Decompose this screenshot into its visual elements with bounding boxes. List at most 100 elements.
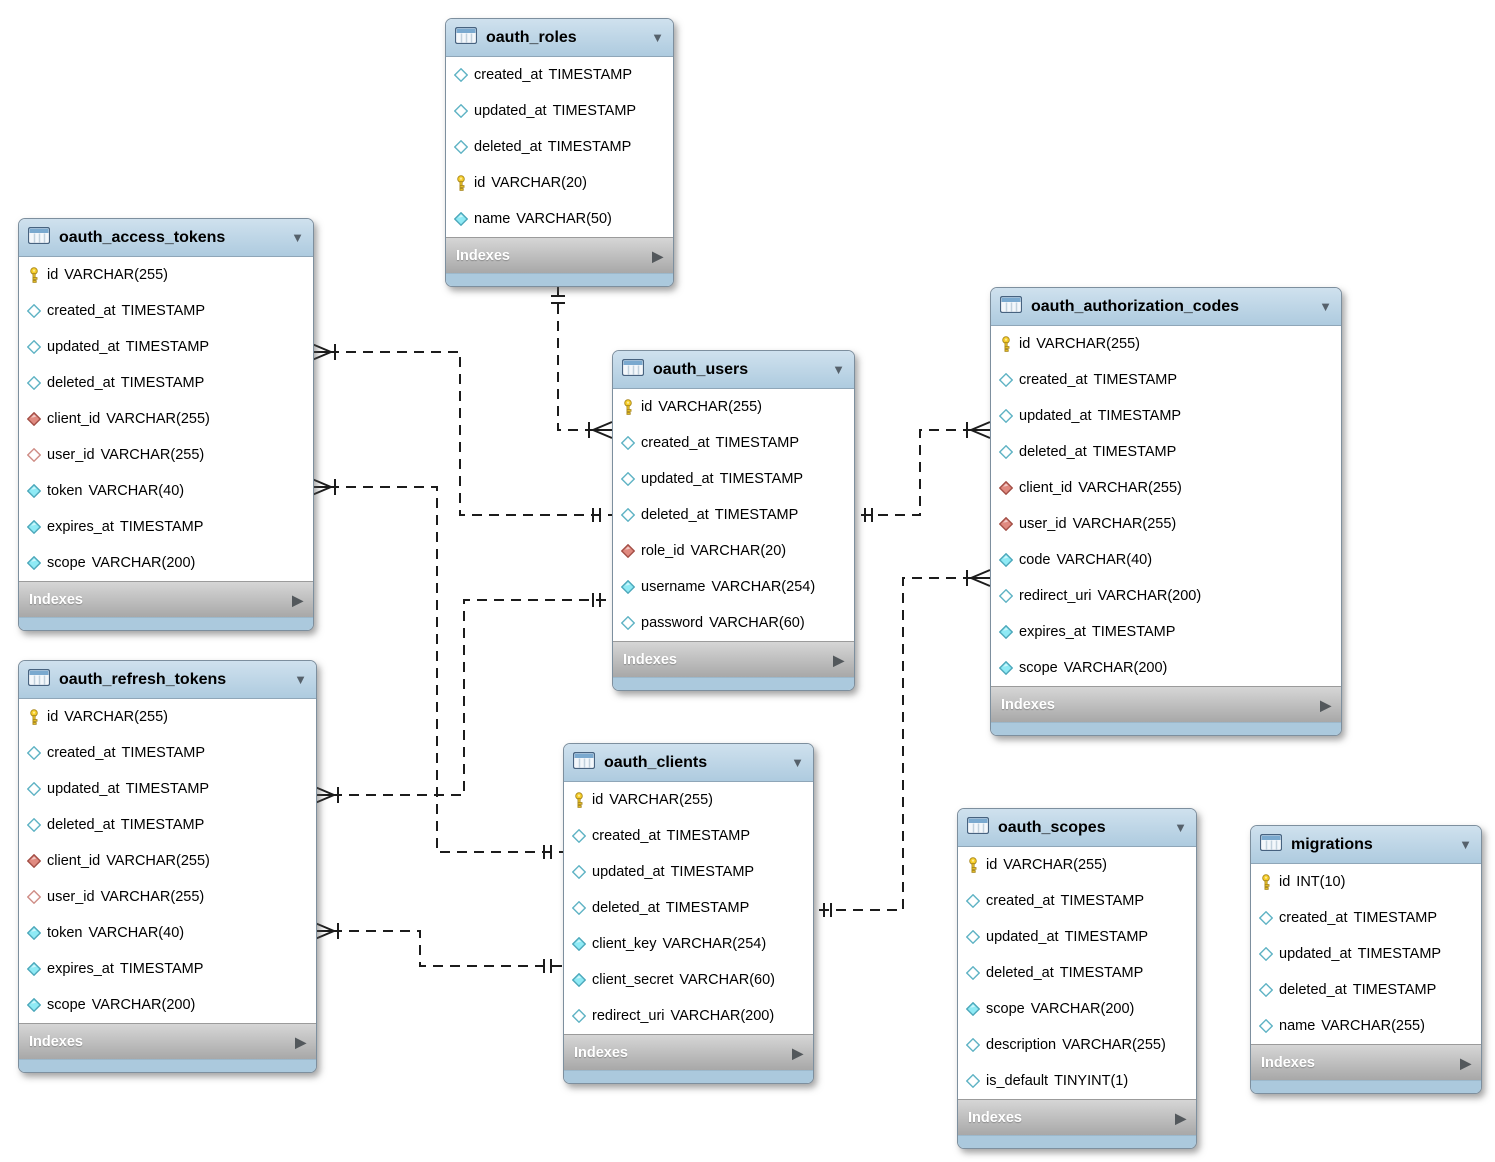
- indexes-footer[interactable]: Indexes▶: [613, 641, 854, 677]
- collapse-arrow-icon[interactable]: ▼: [651, 30, 664, 45]
- indexes-footer[interactable]: Indexes▶: [19, 581, 313, 617]
- indexes-expand-icon[interactable]: ▶: [1460, 1054, 1471, 1071]
- relationship-oauth_authorization_codes-user_id[interactable]: [853, 421, 991, 522]
- collapse-arrow-icon[interactable]: ▼: [291, 230, 304, 245]
- table-header[interactable]: oauth_scopes▼: [958, 809, 1196, 847]
- collapse-arrow-icon[interactable]: ▼: [1174, 820, 1187, 835]
- indexes-footer[interactable]: Indexes▶: [991, 686, 1341, 722]
- indexes-expand-icon[interactable]: ▶: [295, 1033, 306, 1050]
- collapse-arrow-icon[interactable]: ▼: [294, 672, 307, 687]
- indexes-expand-icon[interactable]: ▶: [292, 591, 303, 608]
- indexes-expand-icon[interactable]: ▶: [792, 1044, 803, 1061]
- indexes-expand-icon[interactable]: ▶: [1175, 1109, 1186, 1126]
- table-header[interactable]: oauth_roles▼: [446, 19, 673, 57]
- table-header[interactable]: oauth_authorization_codes▼: [991, 288, 1341, 326]
- indexes-footer[interactable]: Indexes▶: [564, 1034, 813, 1070]
- indexes-footer[interactable]: Indexes▶: [446, 237, 673, 273]
- table-header[interactable]: oauth_clients▼: [564, 744, 813, 782]
- relationship-oauth_refresh_tokens-user_id[interactable]: [314, 593, 612, 804]
- collapse-arrow-icon[interactable]: ▼: [1319, 299, 1332, 314]
- relationship-oauth_users-role_id[interactable]: [551, 284, 613, 439]
- indexes-expand-icon[interactable]: ▶: [833, 651, 844, 668]
- table-header[interactable]: oauth_access_tokens▼: [19, 219, 313, 257]
- indexes-expand-icon[interactable]: ▶: [652, 247, 663, 264]
- relationship-oauth_access_tokens-client_id[interactable]: [311, 478, 563, 859]
- indexes-footer[interactable]: Indexes▶: [1251, 1044, 1481, 1080]
- table-header[interactable]: migrations▼: [1251, 826, 1481, 864]
- relationship-oauth_refresh_tokens-client_id[interactable]: [314, 922, 563, 973]
- table-header[interactable]: oauth_users▼: [613, 351, 854, 389]
- collapse-arrow-icon[interactable]: ▼: [832, 362, 845, 377]
- table-header[interactable]: oauth_refresh_tokens▼: [19, 661, 316, 699]
- indexes-expand-icon[interactable]: ▶: [1320, 696, 1331, 713]
- collapse-arrow-icon[interactable]: ▼: [791, 755, 804, 770]
- relationship-oauth_access_tokens-user_id[interactable]: [311, 343, 612, 522]
- indexes-footer[interactable]: Indexes▶: [958, 1099, 1196, 1135]
